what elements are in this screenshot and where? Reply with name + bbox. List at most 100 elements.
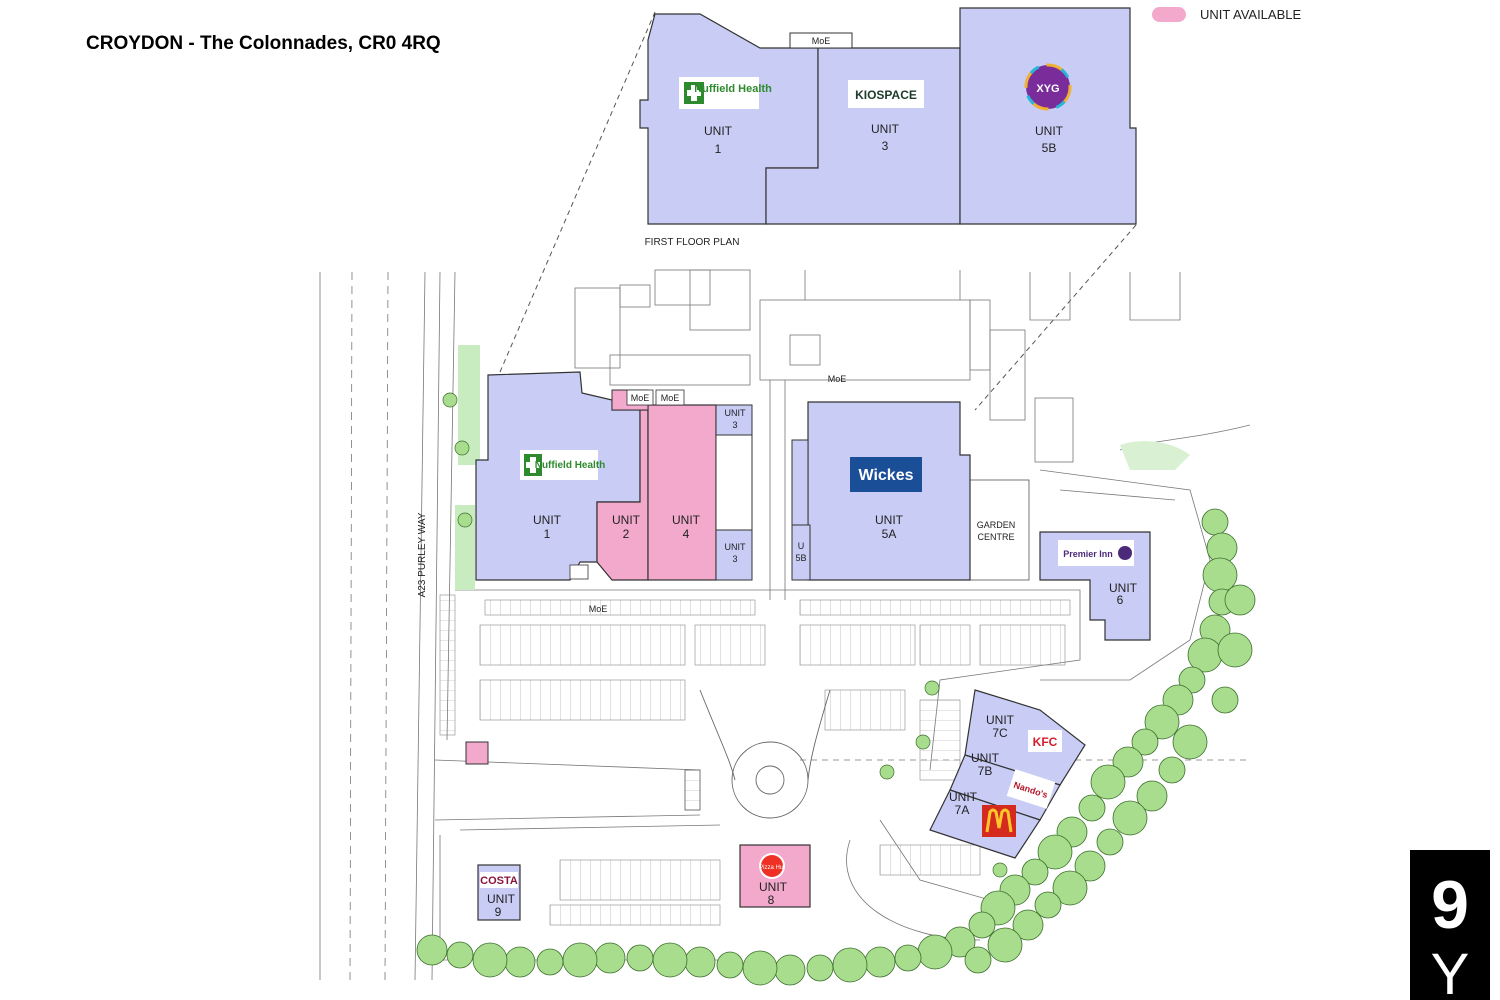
tree — [652, 942, 688, 978]
moe-lobby — [569, 564, 589, 580]
costa-logo: COSTA — [480, 872, 518, 888]
tree — [924, 680, 940, 696]
tree — [1136, 780, 1168, 812]
unit-3-lower[interactable] — [715, 529, 753, 581]
unit-8-number: 8 — [768, 893, 775, 907]
first-floor-unit-1-number: 1 — [715, 142, 722, 156]
legend: UNIT AVAILABLE — [1152, 7, 1301, 22]
first-floor-unit-5b-number: 5B — [1042, 141, 1057, 155]
roundabout — [684, 689, 831, 819]
first-floor-unit-1-label: UNIT — [704, 124, 733, 138]
svg-text:Wickes: Wickes — [859, 467, 914, 484]
unit-2-label: UNIT — [612, 513, 641, 527]
tree — [1224, 584, 1256, 616]
tree — [1034, 891, 1062, 919]
tree — [1217, 632, 1253, 668]
road-name-label: A23 PURLEY WAY — [417, 512, 428, 597]
unit-5a-annex — [791, 439, 809, 526]
nuffield-health-logo: Nuffield Health — [679, 77, 772, 109]
tree — [742, 950, 778, 986]
unit-6-number: 6 — [1117, 593, 1124, 607]
tree — [1131, 728, 1159, 756]
available-pod[interactable] — [465, 741, 489, 765]
tree — [1112, 746, 1144, 778]
tree — [806, 954, 834, 982]
tree — [716, 951, 744, 979]
tree — [684, 946, 716, 978]
wickes-logo: Wickes — [850, 457, 922, 492]
tree — [536, 948, 564, 976]
svg-text:Nuffield Health: Nuffield Health — [694, 83, 772, 95]
tree — [832, 947, 868, 983]
unit-8-label: UNIT — [759, 880, 788, 894]
unit-7a-label: UNIT — [949, 790, 978, 804]
tree — [987, 927, 1023, 963]
legend-swatch-unit-available — [1152, 7, 1186, 22]
tree — [1112, 800, 1148, 836]
unit-9-number: 9 — [495, 905, 502, 919]
unit-4[interactable] — [647, 404, 717, 581]
ground-floor-units: MoE MoE MoE MoE — [465, 371, 1151, 921]
first-floor-moe-box — [789, 32, 853, 49]
svg-text:Nuffield Health: Nuffield Health — [535, 460, 606, 471]
tree — [442, 392, 458, 408]
moe-label: MoE — [589, 604, 608, 614]
tree — [894, 944, 922, 972]
page-title: CROYDON - The Colonnades, CR0 4RQ — [86, 33, 441, 54]
tree — [504, 946, 536, 978]
first-floor-unit-5b[interactable] — [959, 7, 1137, 225]
unit-3-upper[interactable] — [715, 404, 753, 436]
moe-label: MoE — [631, 393, 650, 403]
tree — [1178, 666, 1206, 694]
first-floor-moe-label: MoE — [812, 36, 831, 46]
tree — [626, 944, 654, 972]
first-floor-caption: FIRST FLOOR PLAN — [645, 237, 740, 248]
unit-7c-number: 7C — [992, 726, 1008, 740]
unit-5a-number: 5A — [882, 527, 897, 541]
unit-4-number: 4 — [683, 527, 690, 541]
unit-7b-number: 7B — [978, 764, 993, 778]
tree — [1021, 858, 1049, 886]
unit-3-lower-label: UNIT — [725, 542, 746, 552]
tree — [1074, 850, 1106, 882]
tree — [992, 862, 1008, 878]
svg-text:XYG: XYG — [1036, 83, 1059, 95]
kiospace-logo: KIOSPACE — [848, 80, 924, 108]
tree-belt — [416, 392, 1256, 986]
tree — [446, 941, 474, 969]
parking-bays — [439, 594, 1071, 926]
tree — [1090, 764, 1126, 800]
unit-5b-number: 5B — [795, 553, 806, 563]
surrounding-linework — [319, 269, 1251, 981]
tree — [1052, 870, 1088, 906]
svg-text:COSTA: COSTA — [480, 875, 518, 887]
projection-line — [499, 11, 656, 373]
unit-4-label: UNIT — [672, 513, 701, 527]
moe-label: MoE — [828, 374, 847, 384]
unit-2-number: 2 — [623, 527, 630, 541]
tree — [917, 934, 953, 970]
projection-line — [974, 224, 1137, 411]
tree — [1012, 909, 1044, 941]
tree — [879, 764, 895, 780]
unit-3-upper-label: UNIT — [725, 408, 746, 418]
tree — [457, 512, 473, 528]
brand-mark-bottom: Y — [1431, 942, 1470, 1000]
unit-1-number: 1 — [544, 527, 551, 541]
svg-text:KFC: KFC — [1033, 735, 1058, 749]
nuffield-health-logo: Nuffield Health — [520, 450, 605, 480]
brand-mark: 9 Y — [1410, 850, 1490, 1000]
tree — [968, 911, 996, 939]
tree — [416, 934, 448, 966]
moe-box — [655, 389, 685, 406]
xyg-logo-icon: XYG — [1024, 63, 1072, 111]
verge-green — [458, 345, 480, 465]
verge-green — [455, 505, 475, 590]
tree — [472, 942, 508, 978]
tree — [915, 734, 931, 750]
unit-7c[interactable] — [964, 689, 1086, 786]
premier-inn-logo: Premier Inn — [1058, 540, 1134, 566]
garden-centre-line2: CENTRE — [977, 532, 1014, 542]
unit-1-label: UNIT — [533, 513, 562, 527]
